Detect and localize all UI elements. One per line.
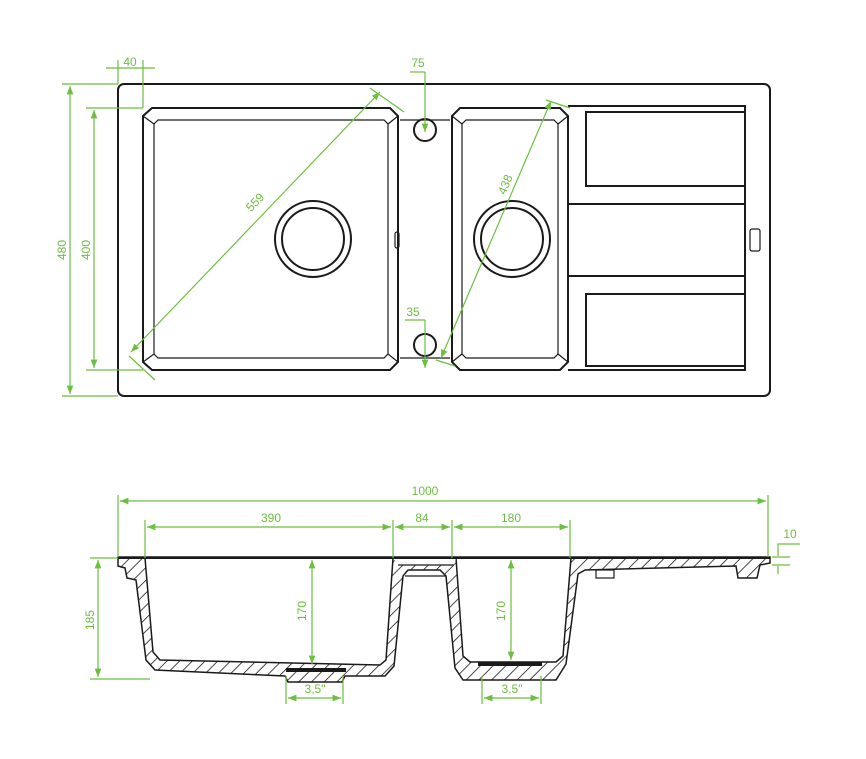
- dim-overall-depth: 480: [55, 240, 69, 260]
- dim-overall-height: 185: [83, 610, 97, 630]
- second-drain-icon: [473, 200, 551, 278]
- dim-second-bowl-width: 180: [501, 511, 521, 525]
- dim-main-drain-size: 3,5": [305, 682, 326, 696]
- side-dimensions: 1000 390 84 180 10 185 170 170 3,5" 3,5": [83, 484, 800, 704]
- top-view: 40 75 480 400 559 438 35: [55, 55, 771, 397]
- dim-bridge-width: 84: [415, 511, 429, 525]
- sink-outline: [117, 83, 771, 397]
- second-bowl: [451, 107, 569, 371]
- side-view: 1000 390 84 180 10 185 170 170 3,5" 3,5": [83, 484, 800, 704]
- dim-overall-width: 1000: [412, 484, 439, 498]
- dim-second-drain-size: 3,5": [502, 682, 523, 696]
- second-drain-section: [478, 662, 542, 666]
- dim-tap-hole-offset: 75: [411, 56, 425, 70]
- dim-rim-thickness: 10: [783, 527, 797, 541]
- main-bowl: [142, 107, 399, 371]
- dim-main-bowl-diagonal: 559: [243, 190, 267, 214]
- overflow-icon: [749, 228, 761, 252]
- dim-second-bowl-height: 170: [494, 601, 508, 621]
- top-dimensions: 40 75 480 400 559 438 35: [55, 55, 571, 397]
- dim-rim-width: 40: [123, 55, 137, 69]
- dim-hole-offset: 35: [406, 305, 420, 319]
- dim-second-bowl-diagonal: 438: [495, 172, 516, 196]
- dim-bowl-depth: 400: [79, 240, 93, 260]
- drainboard: [568, 105, 761, 371]
- dim-main-bowl-width: 390: [261, 511, 281, 525]
- main-drain-section: [286, 668, 346, 672]
- dim-main-bowl-height: 170: [295, 601, 309, 621]
- bridge: [394, 118, 450, 359]
- main-drain-icon: [274, 200, 352, 278]
